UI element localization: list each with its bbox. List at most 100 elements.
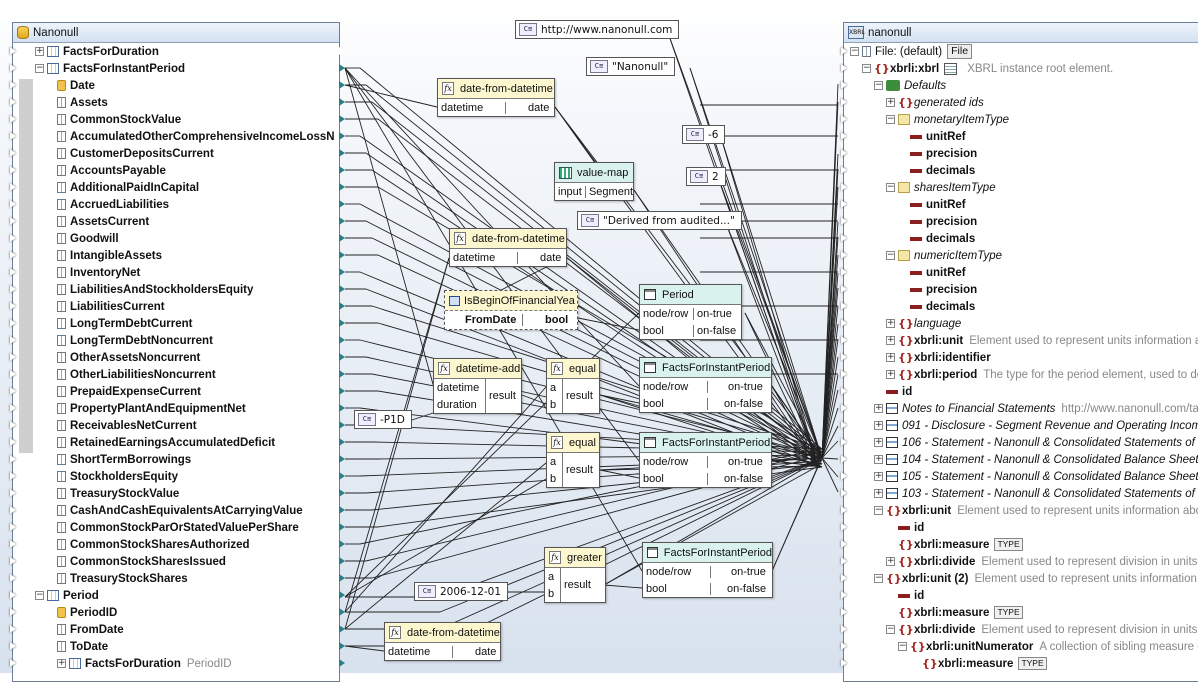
target-tree-node[interactable]: +{}xbrli:identifier	[886, 349, 991, 366]
input-connector[interactable]	[10, 540, 16, 548]
constant-two[interactable]: C≡ 2	[686, 167, 726, 186]
collapse-icon[interactable]: −	[35, 590, 44, 600]
input-connector[interactable]	[10, 251, 16, 259]
expand-icon[interactable]: +	[874, 403, 883, 413]
input-connector[interactable]	[10, 200, 16, 208]
tree-node-field[interactable]: PrepaidExpenseCurrent	[57, 383, 201, 400]
input-connector[interactable]	[841, 506, 847, 514]
output-connector[interactable]	[339, 540, 345, 548]
output-connector[interactable]	[339, 132, 345, 140]
constant-p1d[interactable]: C≡ -P1D	[354, 410, 412, 429]
input-connector[interactable]	[841, 540, 847, 548]
input-connector[interactable]	[10, 285, 16, 293]
output-connector[interactable]	[339, 506, 345, 514]
input-connector[interactable]	[841, 557, 847, 565]
source-component-title[interactable]: Nanonull	[13, 23, 339, 43]
type-button[interactable]: TYPE	[994, 606, 1023, 619]
output-connector[interactable]	[339, 387, 345, 395]
input-connector[interactable]	[841, 132, 847, 140]
output-connector[interactable]	[339, 217, 345, 225]
input-connector[interactable]	[841, 200, 847, 208]
input-connector[interactable]	[841, 115, 847, 123]
tree-node-field[interactable]: TreasuryStockValue	[57, 485, 179, 502]
target-tree-node[interactable]: +103 - Statement - Nanonull & Consolidat…	[874, 485, 1198, 502]
input-connector[interactable]	[10, 166, 16, 174]
target-tree-node[interactable]: unitRef	[898, 196, 966, 213]
input-connector[interactable]	[841, 319, 847, 327]
input-connector[interactable]	[841, 625, 847, 633]
tree-node-field[interactable]: StockholdersEquity	[57, 468, 178, 485]
input-connector[interactable]	[10, 438, 16, 446]
input-connector[interactable]	[841, 370, 847, 378]
output-connector[interactable]	[339, 98, 345, 106]
input-connector[interactable]	[841, 523, 847, 531]
input-connector[interactable]	[841, 98, 847, 106]
output-connector[interactable]	[339, 404, 345, 412]
input-connector[interactable]	[10, 625, 16, 633]
constant-url[interactable]: C≡ http://www.nanonull.com	[515, 20, 680, 39]
expand-icon[interactable]: +	[886, 97, 895, 107]
input-connector[interactable]	[841, 387, 847, 395]
output-connector[interactable]	[339, 81, 345, 89]
input-connector[interactable]	[841, 64, 847, 72]
target-tree-node[interactable]: +{}generated ids	[886, 94, 984, 111]
collapse-icon[interactable]: −	[874, 505, 883, 515]
input-connector[interactable]	[10, 217, 16, 225]
file-button[interactable]: File	[947, 44, 973, 59]
input-connector[interactable]	[10, 149, 16, 157]
target-tree-node[interactable]: −File: (default)File	[850, 43, 973, 60]
output-connector[interactable]	[339, 489, 345, 497]
target-tree-node[interactable]: −{}xbrli:unit (2)Element used to represe…	[874, 570, 1198, 587]
input-connector[interactable]	[841, 591, 847, 599]
constant-derived[interactable]: C≡ "Derived from audited..."	[577, 211, 742, 230]
tree-node-field[interactable]: AccumulatedOtherComprehensiveIncomeLossN	[57, 128, 335, 145]
output-connector[interactable]	[339, 302, 345, 310]
expand-icon[interactable]: +	[886, 352, 895, 362]
output-connector[interactable]	[339, 625, 345, 633]
expand-icon[interactable]: +	[886, 369, 895, 379]
target-tree-node[interactable]: +105 - Statement - Nanonull & Consolidat…	[874, 468, 1198, 485]
input-connector[interactable]	[10, 472, 16, 480]
output-connector[interactable]	[339, 183, 345, 191]
target-component-nanonull[interactable]: XBRL nanonull −File: (default)File−{}xbr…	[841, 22, 1198, 682]
input-connector[interactable]	[10, 455, 16, 463]
tree-node-field[interactable]: RetainedEarningsAccumulatedDeficit	[57, 434, 275, 451]
tree-node-field[interactable]: Assets	[57, 94, 108, 111]
tree-node-field[interactable]: CommonStockParOrStatedValuePerShare	[57, 519, 299, 536]
output-connector[interactable]	[339, 557, 345, 565]
input-connector[interactable]	[841, 251, 847, 259]
input-connector[interactable]	[10, 336, 16, 344]
collapse-icon[interactable]: −	[874, 80, 883, 90]
collapse-icon[interactable]: −	[886, 182, 895, 192]
input-connector[interactable]	[841, 81, 847, 89]
tree-node-field[interactable]: AssetsCurrent	[57, 213, 149, 230]
input-connector[interactable]	[10, 353, 16, 361]
input-connector[interactable]	[841, 302, 847, 310]
tree-node-field[interactable]: TreasuryStockShares	[57, 570, 188, 587]
input-connector[interactable]	[10, 319, 16, 327]
output-connector[interactable]	[339, 285, 345, 293]
input-connector[interactable]	[841, 285, 847, 293]
tree-node-field[interactable]: OtherLiabilitiesNoncurrent	[57, 366, 216, 383]
input-connector[interactable]	[841, 455, 847, 463]
tree-node-field[interactable]: ShortTermBorrowings	[57, 451, 191, 468]
tree-node-field[interactable]: IntangibleAssets	[57, 247, 162, 264]
tree-node-table[interactable]: +FactsForDuration	[35, 43, 159, 60]
expand-icon[interactable]: +	[35, 46, 44, 56]
constant-date[interactable]: C≡ 2006-12-01	[414, 582, 509, 601]
target-tree-node[interactable]: unitRef	[898, 128, 966, 145]
output-connector[interactable]	[339, 642, 345, 650]
